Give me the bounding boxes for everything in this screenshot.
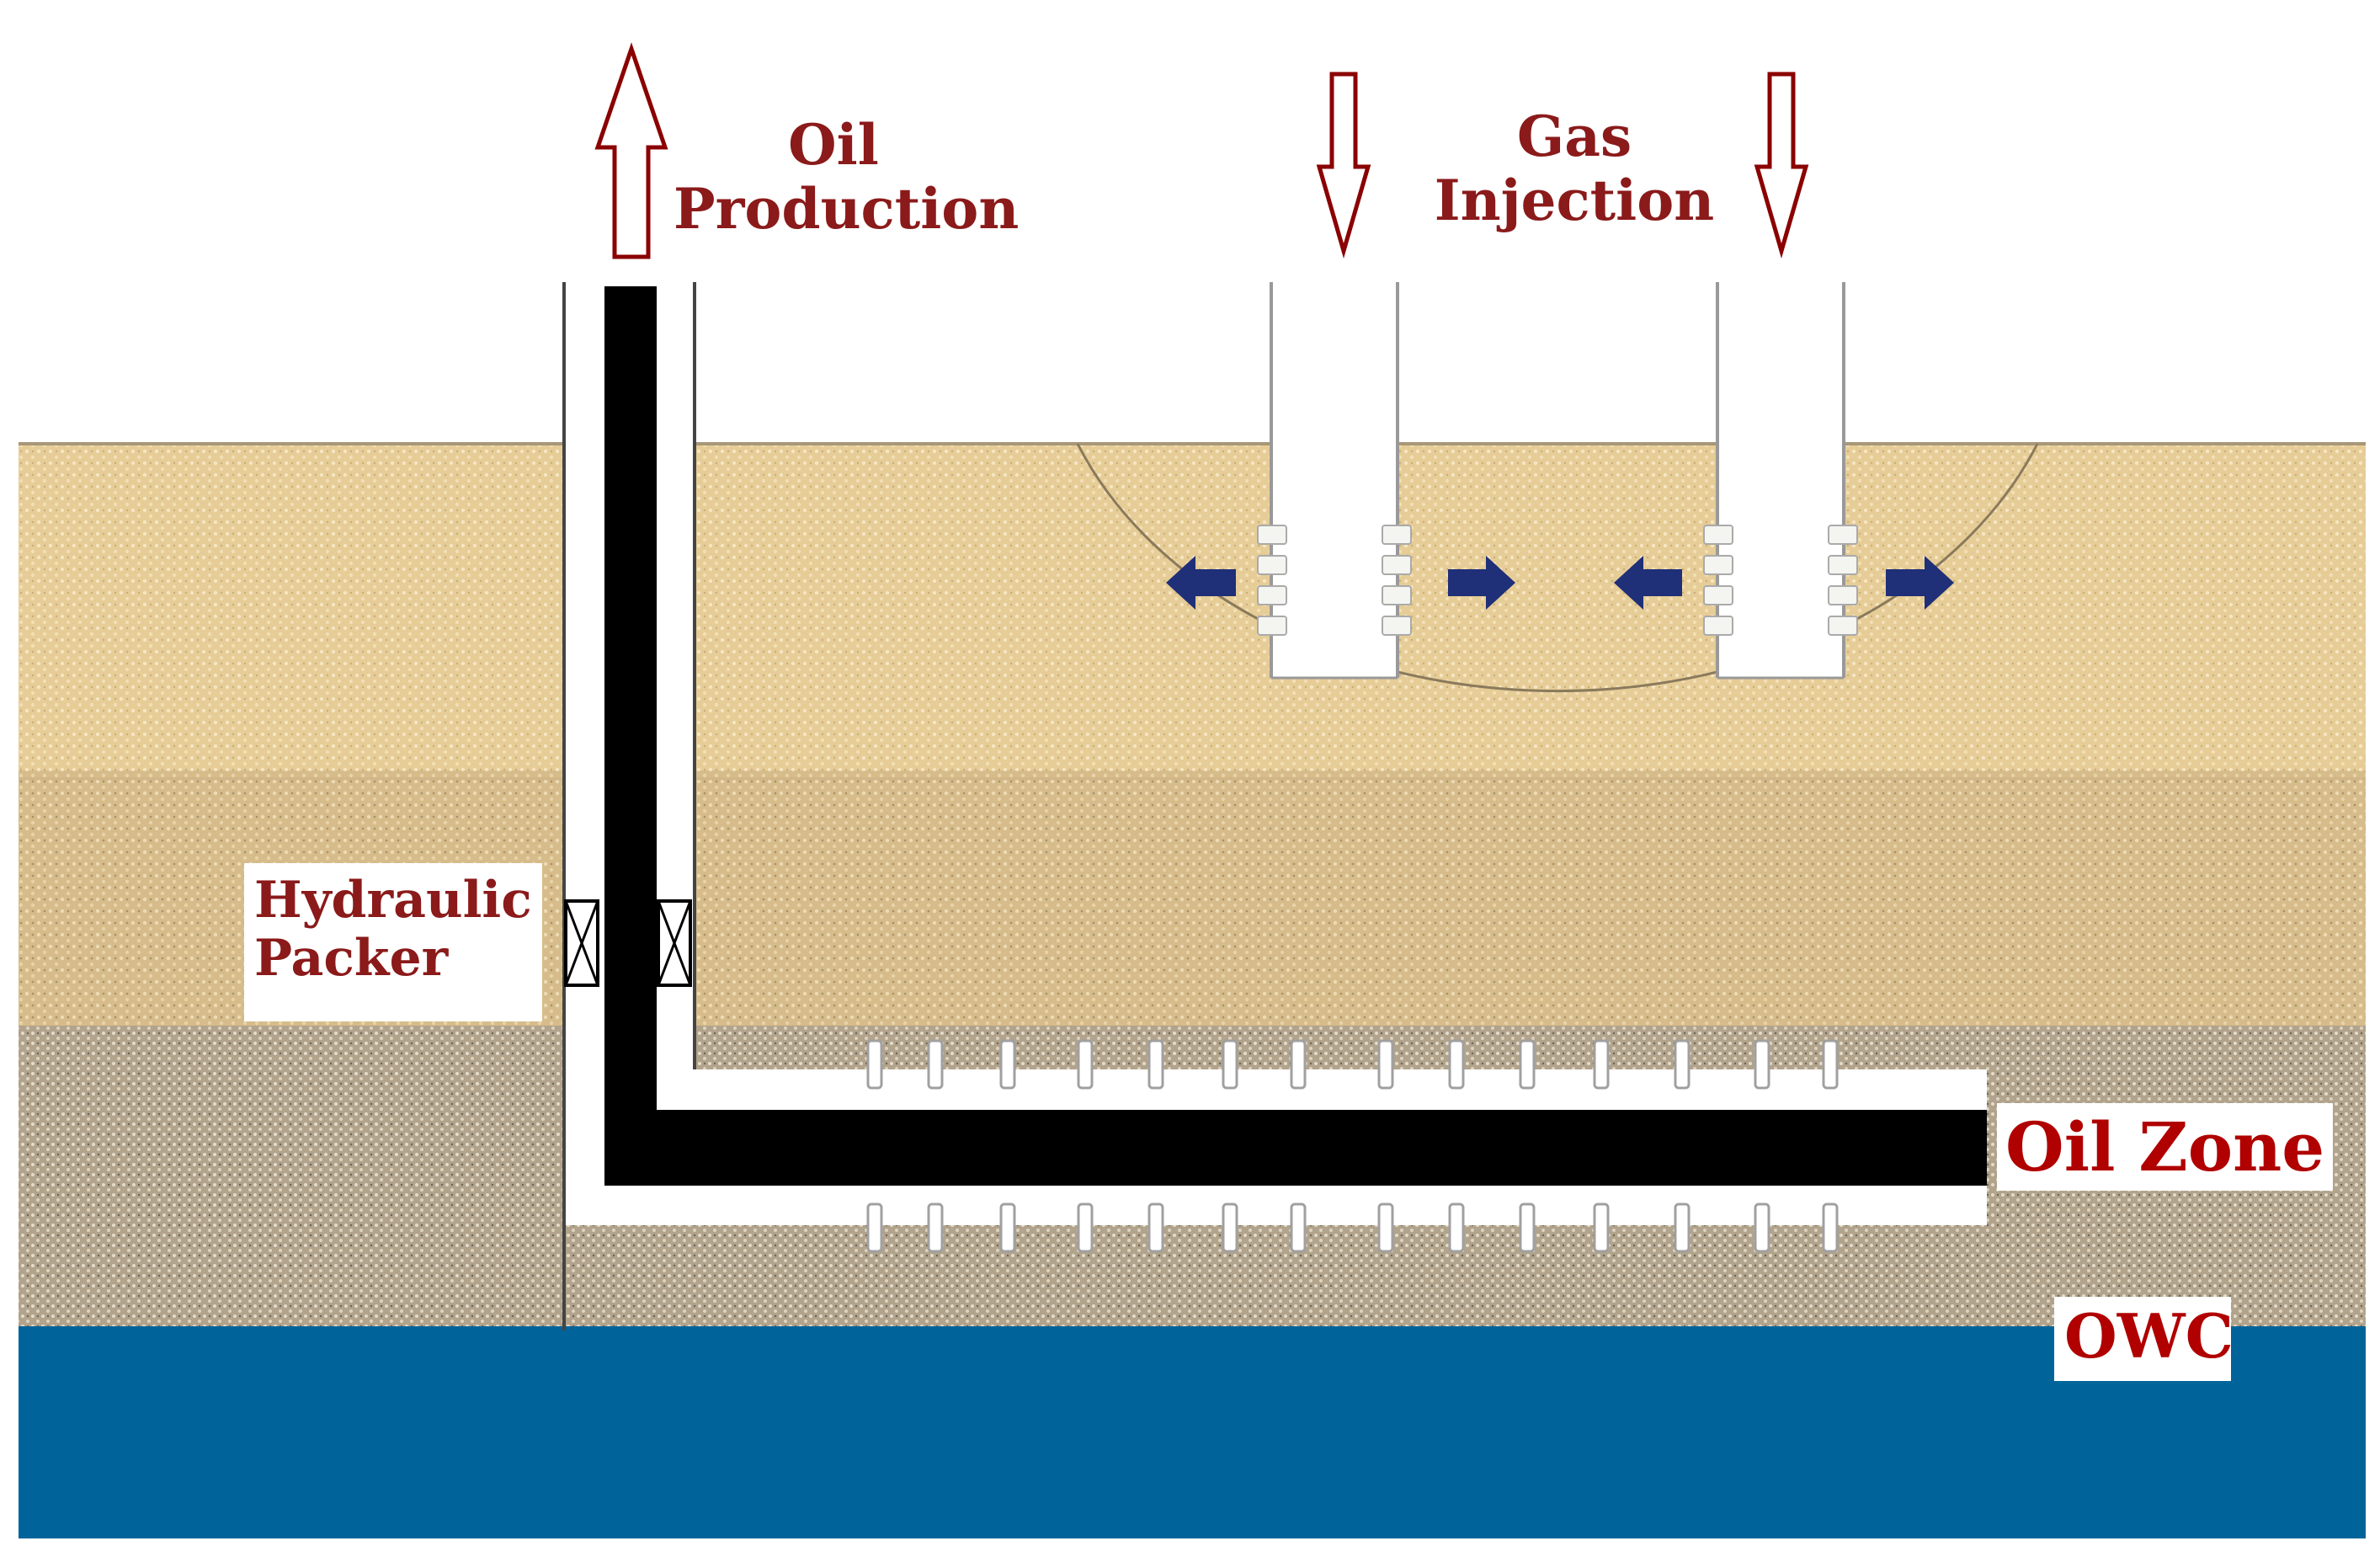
slots-upper	[866, 1039, 1839, 1090]
perforations-left	[1257, 525, 1287, 636]
gas-injection-line-1: Gas	[1516, 104, 1632, 169]
packer-cross-icon	[657, 899, 692, 987]
oil-production-line-2: Production	[674, 175, 1020, 242]
hydraulic-packer-label: Hydraulic Packer	[244, 863, 542, 1021]
hydraulic-packer-line-2: Packer	[254, 929, 449, 988]
upper-sand-layer	[19, 442, 2366, 779]
perforations-right	[1382, 525, 1412, 636]
gas-injection-line-2: Injection	[1434, 167, 1715, 233]
injection-well-2	[1703, 282, 1858, 680]
flow-arrow-icon	[1448, 556, 1515, 610]
water-zone	[19, 1326, 2366, 1538]
flow-arrow-icon	[1614, 556, 1682, 610]
packer-cross-icon	[564, 899, 599, 987]
up-arrow-outline-icon	[594, 42, 668, 259]
flow-arrow-icon	[1166, 556, 1236, 610]
perforations-right	[1828, 525, 1858, 636]
down-arrow-outline-icon	[1754, 72, 1809, 259]
oil-production-line-1: Oil	[788, 112, 879, 178]
flow-arrow-icon	[1886, 556, 1954, 610]
down-arrow-outline-icon	[1316, 72, 1371, 259]
slots-lower	[866, 1202, 1839, 1253]
gas-injection-label: Gas Injection	[1423, 104, 1726, 233]
owc-label: OWC	[2054, 1297, 2234, 1381]
oil-zone-label: Oil Zone	[1997, 1103, 2334, 1191]
perforations-left	[1703, 525, 1733, 636]
injection-well-1	[1257, 282, 1412, 680]
hydraulic-packer-line-1: Hydraulic	[254, 871, 532, 930]
oil-production-label: Oil Production	[674, 112, 1020, 242]
